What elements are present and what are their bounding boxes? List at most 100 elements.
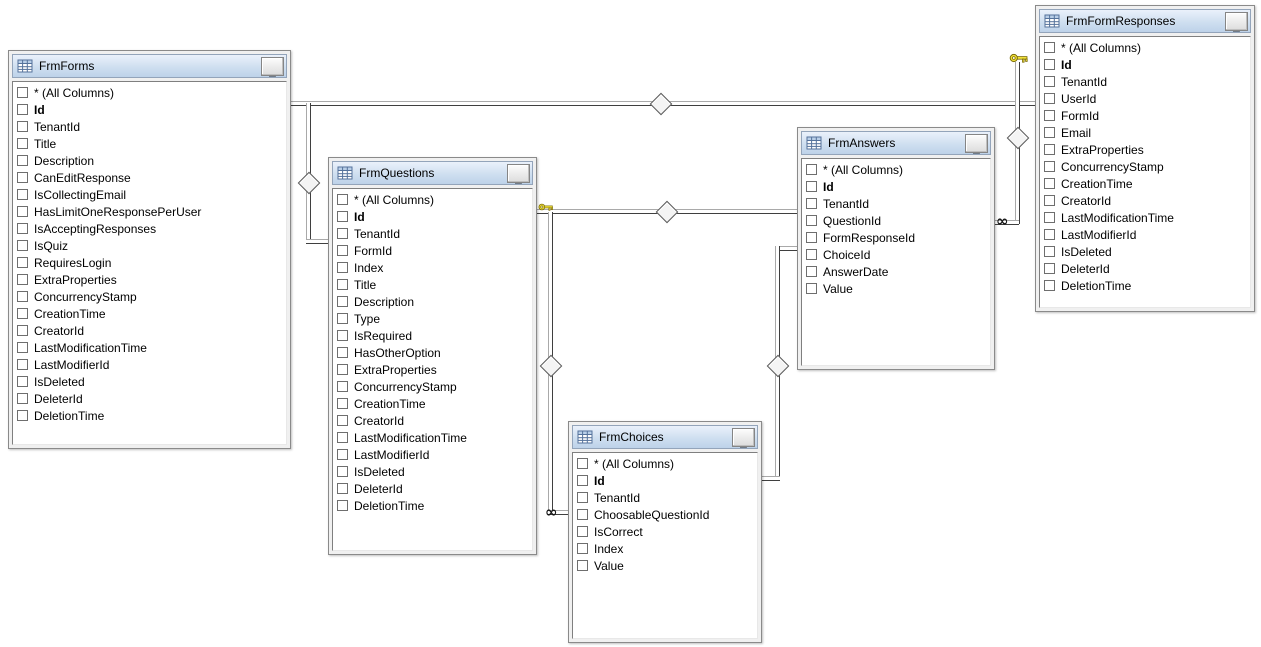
join-diamond-icon[interactable] [766, 354, 790, 378]
relationship-line[interactable] [995, 220, 1019, 225]
column-row[interactable]: RequiresLogin [13, 254, 286, 271]
column-checkbox[interactable] [337, 194, 348, 205]
column-row[interactable]: LastModifierId [1040, 226, 1250, 243]
column-row[interactable]: LastModifierId [13, 356, 286, 373]
titlebar[interactable]: FrmChoices _ [572, 425, 758, 449]
column-checkbox[interactable] [806, 266, 817, 277]
column-checkbox[interactable] [17, 240, 28, 251]
relationship-line[interactable] [548, 510, 568, 515]
column-checkbox[interactable] [337, 398, 348, 409]
column-checkbox[interactable] [337, 245, 348, 256]
column-row[interactable]: Id [333, 208, 532, 225]
column-row[interactable]: IsDeleted [13, 373, 286, 390]
column-row[interactable]: IsAcceptingResponses [13, 220, 286, 237]
column-row[interactable]: DeletionTime [1040, 277, 1250, 294]
column-row[interactable]: DeleterId [1040, 260, 1250, 277]
column-checkbox[interactable] [17, 325, 28, 336]
titlebar[interactable]: FrmForms _ [12, 54, 287, 78]
column-checkbox[interactable] [577, 492, 588, 503]
column-row[interactable]: * (All Columns) [13, 84, 286, 101]
column-checkbox[interactable] [806, 215, 817, 226]
column-row[interactable]: Value [573, 557, 757, 574]
column-row[interactable]: Id [573, 472, 757, 489]
column-row[interactable]: * (All Columns) [573, 455, 757, 472]
column-checkbox[interactable] [17, 359, 28, 370]
column-row[interactable]: Description [13, 152, 286, 169]
join-diamond-icon[interactable] [297, 171, 321, 195]
column-row[interactable]: Index [573, 540, 757, 557]
column-checkbox[interactable] [337, 262, 348, 273]
column-row[interactable]: Index [333, 259, 532, 276]
column-checkbox[interactable] [577, 458, 588, 469]
column-checkbox[interactable] [17, 104, 28, 115]
column-row[interactable]: Id [13, 101, 286, 118]
column-checkbox[interactable] [1044, 93, 1055, 104]
column-checkbox[interactable] [17, 376, 28, 387]
column-checkbox[interactable] [17, 291, 28, 302]
minimize-button[interactable]: _ [261, 57, 284, 77]
column-row[interactable]: FormId [333, 242, 532, 259]
column-checkbox[interactable] [1044, 280, 1055, 291]
column-checkbox[interactable] [1044, 144, 1055, 155]
relationship-line[interactable] [762, 476, 780, 481]
column-checkbox[interactable] [1044, 246, 1055, 257]
column-checkbox[interactable] [1044, 263, 1055, 274]
column-row[interactable]: CanEditResponse [13, 169, 286, 186]
join-diamond-icon[interactable] [655, 200, 679, 224]
join-diamond-icon[interactable] [1006, 126, 1030, 150]
column-checkbox[interactable] [17, 87, 28, 98]
column-row[interactable]: Value [802, 280, 990, 297]
column-row[interactable]: Email [1040, 124, 1250, 141]
column-checkbox[interactable] [17, 206, 28, 217]
column-checkbox[interactable] [337, 347, 348, 358]
column-row[interactable]: HasOtherOption [333, 344, 532, 361]
column-checkbox[interactable] [337, 449, 348, 460]
column-row[interactable]: DeleterId [13, 390, 286, 407]
column-row[interactable]: Title [333, 276, 532, 293]
column-checkbox[interactable] [17, 189, 28, 200]
column-row[interactable]: CreatorId [1040, 192, 1250, 209]
column-row[interactable]: ConcurrencyStamp [1040, 158, 1250, 175]
column-row[interactable]: LastModificationTime [333, 429, 532, 446]
join-diamond-icon[interactable] [649, 92, 673, 116]
column-checkbox[interactable] [17, 172, 28, 183]
column-checkbox[interactable] [17, 393, 28, 404]
column-row[interactable]: CreatorId [13, 322, 286, 339]
column-checkbox[interactable] [577, 560, 588, 571]
column-row[interactable]: Title [13, 135, 286, 152]
minimize-button[interactable]: _ [507, 164, 530, 184]
column-checkbox[interactable] [806, 232, 817, 243]
column-row[interactable]: CreationTime [13, 305, 286, 322]
column-checkbox[interactable] [577, 475, 588, 486]
column-row[interactable]: DeletionTime [333, 497, 532, 514]
column-row[interactable]: IsCorrect [573, 523, 757, 540]
column-row[interactable]: TenantId [802, 195, 990, 212]
column-row[interactable]: TenantId [1040, 73, 1250, 90]
column-row[interactable]: HasLimitOneResponsePerUser [13, 203, 286, 220]
column-checkbox[interactable] [17, 274, 28, 285]
column-checkbox[interactable] [1044, 195, 1055, 206]
column-row[interactable]: IsDeleted [333, 463, 532, 480]
column-checkbox[interactable] [17, 121, 28, 132]
column-checkbox[interactable] [337, 330, 348, 341]
column-row[interactable]: ChoiceId [802, 246, 990, 263]
column-checkbox[interactable] [1044, 76, 1055, 87]
column-row[interactable]: Description [333, 293, 532, 310]
column-row[interactable]: Id [1040, 56, 1250, 73]
column-checkbox[interactable] [806, 249, 817, 260]
column-row[interactable]: ExtraProperties [1040, 141, 1250, 158]
column-checkbox[interactable] [577, 509, 588, 520]
column-row[interactable]: IsCollectingEmail [13, 186, 286, 203]
column-checkbox[interactable] [17, 342, 28, 353]
column-checkbox[interactable] [17, 155, 28, 166]
column-row[interactable]: CreationTime [1040, 175, 1250, 192]
column-row[interactable]: IsRequired [333, 327, 532, 344]
column-checkbox[interactable] [337, 483, 348, 494]
column-row[interactable]: DeletionTime [13, 407, 286, 424]
column-row[interactable]: CreatorId [333, 412, 532, 429]
minimize-button[interactable]: _ [732, 428, 755, 448]
